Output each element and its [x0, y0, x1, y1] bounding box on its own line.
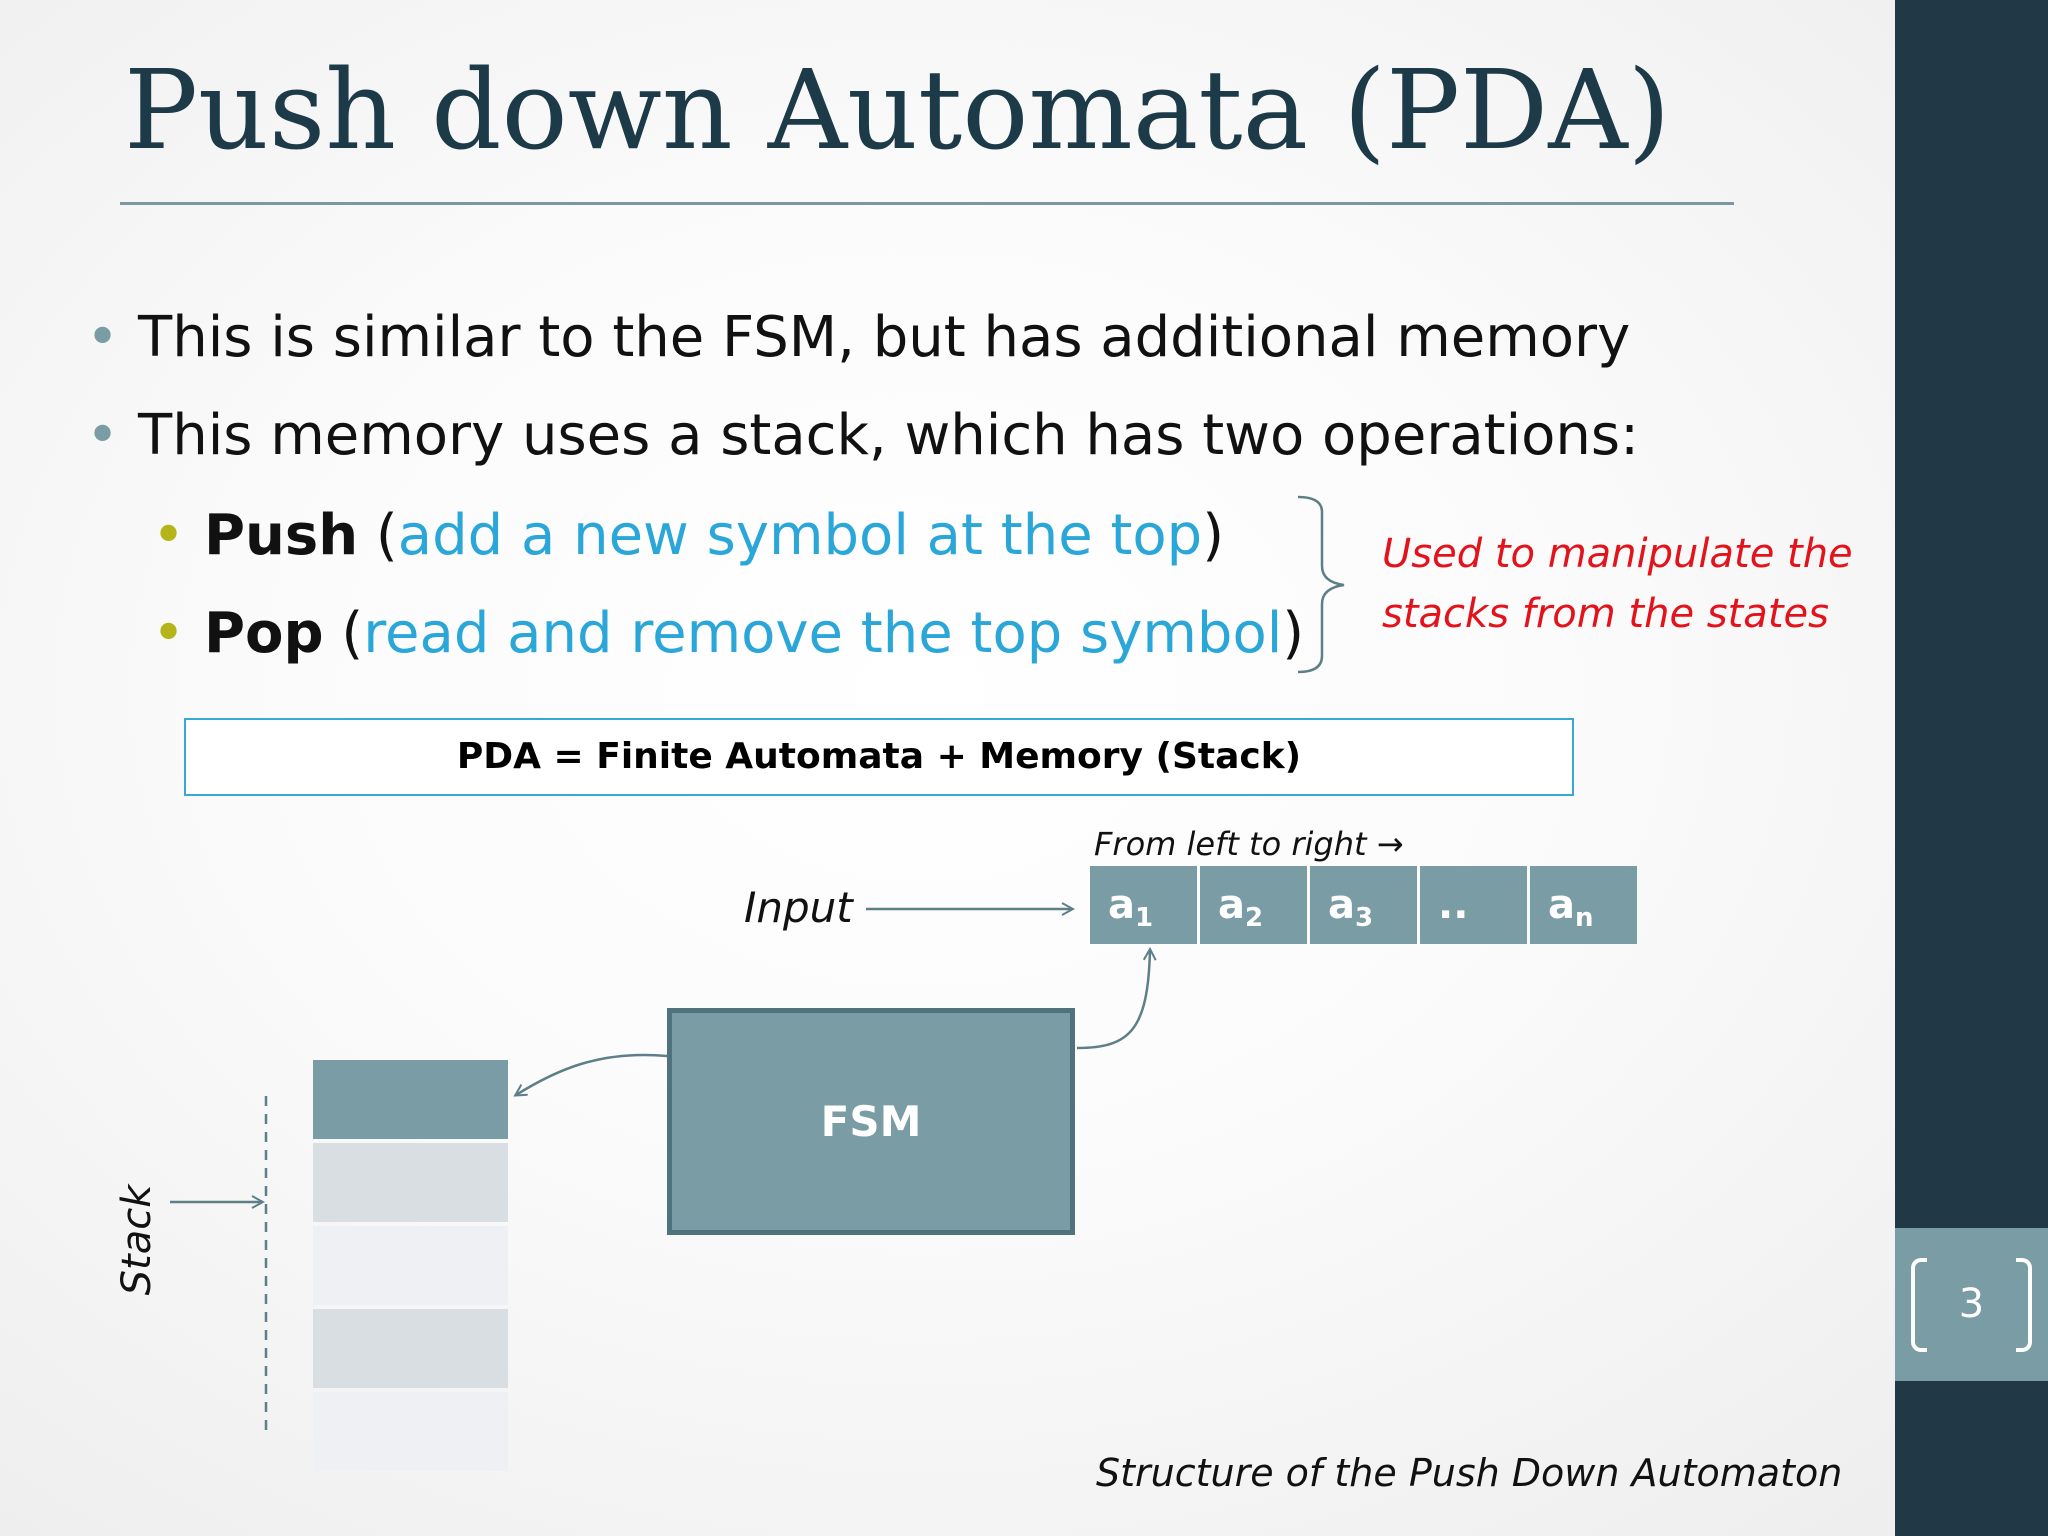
operation-name: Push — [204, 503, 359, 568]
bullet-dot-icon: • — [86, 403, 120, 468]
sub-bullet-push: • Push (add a new symbol at the top) — [152, 496, 1224, 576]
annotation-note: Used to manipulate the stacks from the s… — [1382, 531, 1853, 637]
paren-open: ( — [358, 503, 398, 568]
fsm-to-tape-arrow — [1076, 950, 1150, 1050]
sub-bullet-pop: • Pop (read and remove the top symbol) — [152, 594, 1304, 674]
bracket-right-icon — [2016, 1258, 2032, 1352]
tape-symbol: a — [1548, 882, 1575, 928]
tape-symbol: a — [1218, 882, 1245, 928]
stack-slot — [313, 1392, 508, 1471]
operation-description: add a new symbol at the top — [397, 503, 1203, 568]
formula-box: PDA = Finite Automata + Memory (Stack) — [184, 718, 1574, 796]
stack-slot — [313, 1309, 508, 1388]
tape-cell: a3 — [1310, 866, 1417, 944]
bullet-dot-icon: • — [152, 601, 186, 666]
bullet-dot-icon: • — [86, 305, 120, 370]
tape-cell: a2 — [1200, 866, 1307, 944]
operation-description: read and remove the top symbol — [363, 601, 1283, 666]
tape-index: 2 — [1245, 903, 1264, 933]
stack-slot — [313, 1226, 508, 1305]
fsm-to-stack-arrow — [516, 1053, 668, 1095]
operation-name: Pop — [204, 601, 324, 666]
title-underline — [120, 202, 1734, 205]
tape-cell: an — [1530, 866, 1637, 944]
paren-close: ) — [1282, 601, 1305, 666]
slide-title: Push down Automata (PDA) — [124, 46, 1671, 174]
stack-slot — [313, 1143, 508, 1222]
bullet-text: This memory uses a stack, which has two … — [138, 403, 1639, 468]
tape-index: 3 — [1355, 903, 1374, 933]
paren-open: ( — [323, 601, 364, 666]
paren-close: ) — [1202, 503, 1225, 568]
bracket-left-icon — [1911, 1258, 1927, 1352]
tape-cell: .. — [1420, 866, 1527, 944]
tape-cell: a1 — [1090, 866, 1197, 944]
stack-slot — [313, 1060, 508, 1139]
fsm-box: FSM — [667, 1008, 1075, 1235]
input-tape: a1 a2 a3 .. an — [1090, 866, 1640, 944]
input-label: Input — [744, 883, 853, 932]
slide-number: 3 — [1958, 1281, 1985, 1327]
bullet-item: • This is similar to the FSM, but has add… — [86, 298, 1630, 378]
direction-label: From left to right → — [1094, 825, 1404, 863]
bullet-item: • This memory uses a stack, which has two… — [86, 396, 1639, 476]
note-brace-icon — [1297, 495, 1345, 674]
tape-index: 1 — [1135, 903, 1154, 933]
slide-number-badge: 3 — [1895, 1228, 2048, 1381]
bullet-text: This is similar to the FSM, but has addi… — [138, 305, 1631, 370]
stack — [313, 1060, 508, 1475]
diagram-caption: Structure of the Push Down Automaton — [1096, 1451, 1843, 1495]
tape-symbol: .. — [1438, 882, 1469, 928]
tape-symbol: a — [1328, 882, 1355, 928]
tape-symbol: a — [1108, 882, 1135, 928]
bullet-dot-icon: • — [152, 503, 186, 568]
tape-index: n — [1575, 903, 1594, 933]
